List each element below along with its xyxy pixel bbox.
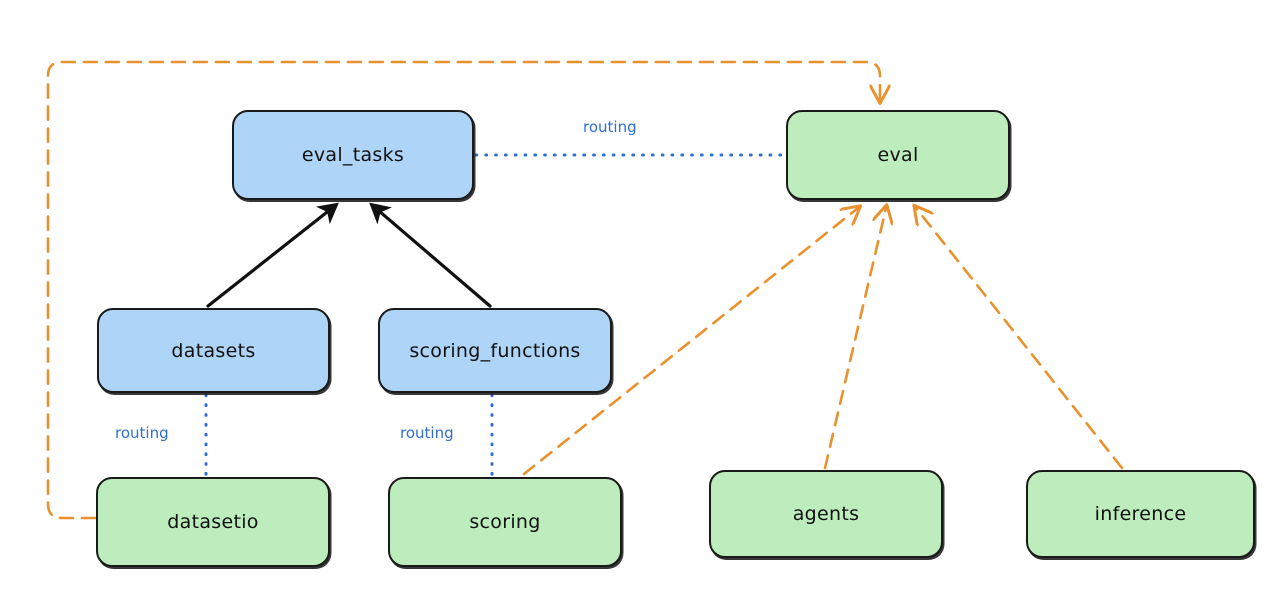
edge-datasetio-to-eval: [46, 60, 880, 520]
node-label-inference: inference: [1094, 503, 1187, 525]
node-agents[interactable]: agents: [709, 470, 943, 558]
node-label-datasetio: datasetio: [167, 511, 259, 533]
node-scoring-functions[interactable]: scoring_functions: [378, 308, 612, 393]
node-eval-tasks[interactable]: eval_tasks: [232, 110, 474, 200]
node-label-eval: eval: [877, 144, 919, 166]
node-label-eval-tasks: eval_tasks: [301, 144, 405, 166]
edge-label-routing-datasets-datasetio: routing: [112, 424, 172, 442]
node-label-scoring: scoring: [469, 511, 541, 533]
edge-scoring-functions-to-eval-tasks: [369, 202, 492, 308]
node-datasetio[interactable]: datasetio: [96, 477, 330, 567]
node-eval[interactable]: eval: [786, 110, 1010, 200]
edge-label-routing-eval-tasks-eval: routing: [580, 118, 640, 136]
edge-inference-to-eval: [916, 208, 1124, 470]
node-inference[interactable]: inference: [1026, 470, 1255, 558]
node-scoring[interactable]: scoring: [388, 477, 622, 567]
node-datasets[interactable]: datasets: [97, 308, 330, 393]
edge-label-routing-scoring-functions-scoring: routing: [397, 424, 457, 442]
edge-agents-to-eval: [823, 208, 886, 470]
edge-datasets-to-eval-tasks: [206, 202, 339, 308]
node-label-agents: agents: [792, 503, 860, 525]
node-label-datasets: datasets: [171, 339, 256, 362]
node-label-scoring-functions: scoring_functions: [409, 339, 581, 362]
edge-scoring-to-eval: [522, 208, 858, 476]
